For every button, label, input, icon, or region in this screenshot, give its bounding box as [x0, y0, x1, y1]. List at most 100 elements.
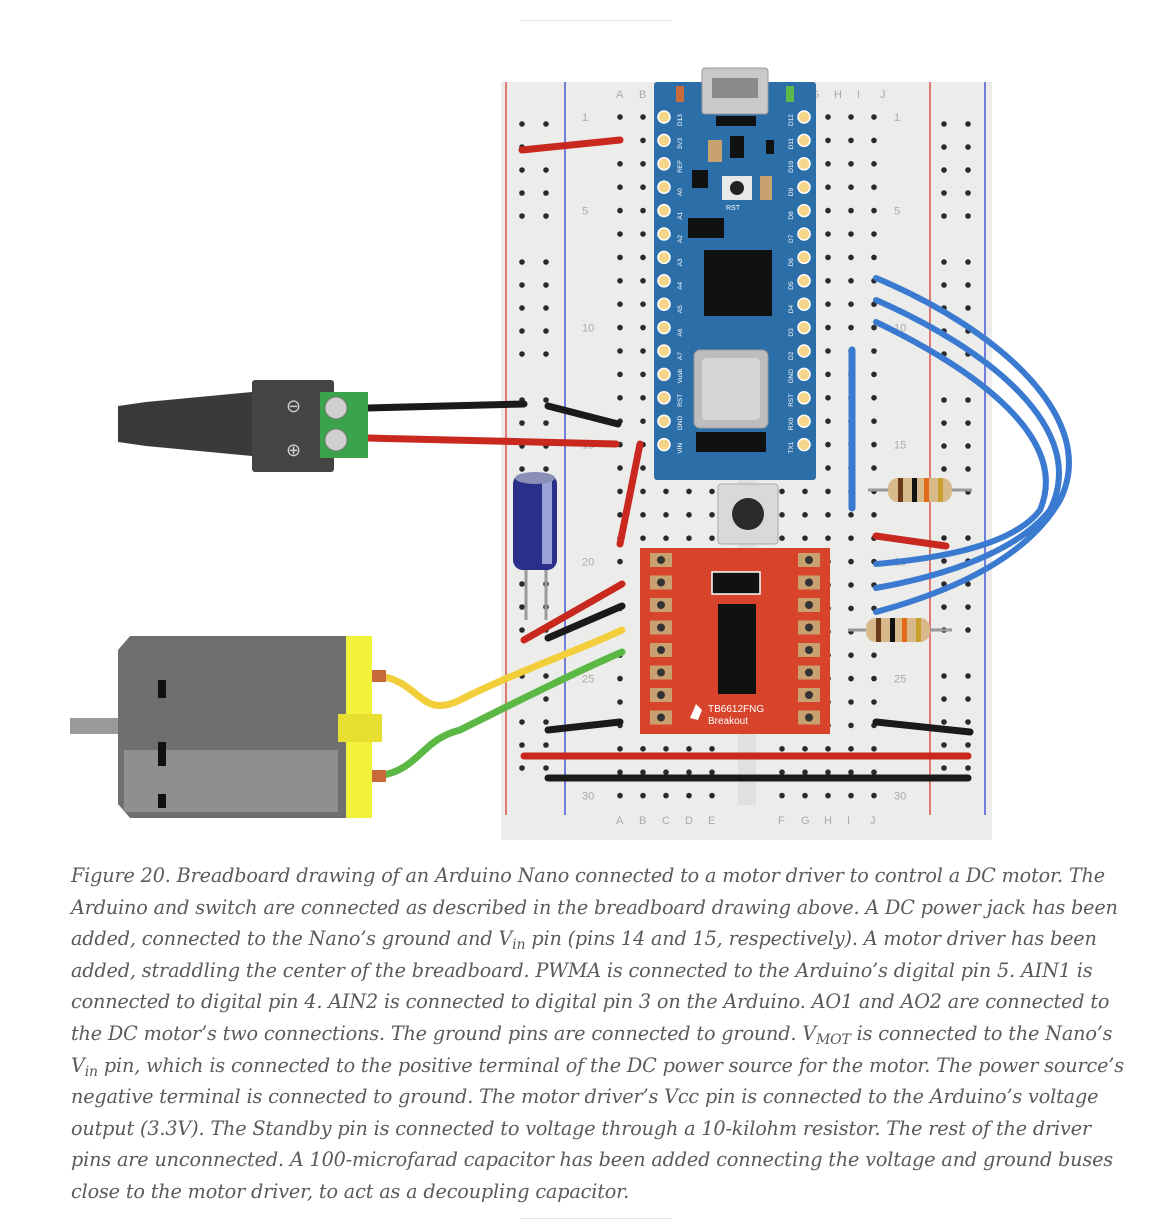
nano-pin	[657, 320, 671, 335]
rail-hole	[941, 397, 947, 403]
hole	[825, 231, 831, 237]
hole	[617, 488, 623, 495]
hole	[640, 746, 646, 752]
hole	[709, 488, 715, 495]
hole	[617, 699, 623, 705]
hole	[617, 395, 623, 401]
hole	[871, 348, 877, 354]
driver-pad-hole	[805, 691, 813, 699]
nano-pin-label: RST	[677, 394, 684, 407]
nano-pin	[797, 157, 811, 171]
hole	[686, 535, 692, 541]
column-letter-top: A	[616, 89, 624, 101]
microcontroller-chip	[704, 250, 772, 316]
rail-hole	[941, 765, 947, 771]
driver-pad-hole	[657, 578, 665, 587]
blue-wire-2	[873, 297, 1062, 591]
column-letter-bottom: H	[824, 815, 832, 827]
nano-pin-label: D9	[788, 188, 795, 197]
hole	[663, 488, 669, 495]
jack-plus-symbol: ⊕	[286, 440, 301, 460]
hole	[825, 371, 831, 378]
hole	[871, 465, 877, 471]
driver-pad-hole	[805, 601, 813, 609]
rail-hole	[519, 742, 525, 748]
hole	[709, 769, 715, 775]
hole	[848, 605, 854, 612]
nano-pin	[657, 344, 671, 358]
rail-hole	[965, 466, 971, 472]
hole	[825, 301, 831, 308]
rail-hole	[519, 259, 525, 265]
column-letter-bottom: F	[778, 815, 785, 827]
rail-hole	[519, 719, 525, 725]
nano-pin-label: REF	[677, 160, 684, 173]
hole	[825, 792, 831, 799]
hole	[686, 512, 692, 518]
hole	[871, 207, 877, 214]
rail-hole	[543, 305, 549, 311]
hole	[617, 207, 623, 214]
hole	[848, 278, 854, 284]
hole	[848, 184, 854, 190]
hole	[640, 769, 646, 775]
rail-hole	[543, 466, 549, 472]
driver-pad-hole	[805, 556, 813, 564]
hole	[848, 558, 854, 565]
nano-pin-label: D5	[788, 281, 795, 290]
capacitor	[513, 472, 557, 620]
green-wire	[374, 648, 626, 780]
rail-hole	[519, 765, 525, 771]
column-letter-top: B	[639, 89, 646, 101]
nano-pin	[797, 133, 811, 148]
motor-driver-board: TB6612FNG Breakout	[640, 548, 830, 734]
rail-hole	[941, 259, 947, 265]
hole	[640, 114, 646, 120]
nano-pin	[797, 227, 811, 241]
column-letter-bottom: E	[708, 815, 715, 827]
rail-hole	[965, 627, 971, 633]
rail-hole	[965, 121, 971, 127]
hole	[825, 488, 831, 495]
hole	[871, 746, 877, 752]
hole	[779, 512, 785, 518]
rail-hole	[519, 167, 525, 173]
nano-pin	[797, 274, 811, 288]
hole	[640, 792, 646, 799]
rail-hole	[965, 420, 971, 426]
hole	[686, 792, 692, 799]
rail-hole	[965, 719, 971, 725]
hole	[825, 254, 831, 261]
blue-wire-3	[873, 319, 1049, 567]
nano-pin	[657, 367, 671, 382]
rail-hole	[543, 328, 549, 334]
yellow-wire	[374, 626, 626, 709]
hole	[825, 184, 831, 190]
rail-hole	[941, 282, 947, 288]
rail-hole	[965, 673, 971, 679]
nano-pin-label: D7	[788, 234, 795, 243]
driver-subtitle: Breakout	[708, 716, 748, 727]
hole	[825, 324, 831, 331]
hole	[779, 792, 785, 799]
rail-hole	[519, 351, 525, 357]
pushbutton[interactable]	[717, 483, 779, 545]
hole	[825, 348, 831, 354]
caption-sub-vmot: MOT	[816, 1031, 851, 1048]
hole	[686, 746, 692, 752]
rail-hole	[941, 144, 947, 150]
nano-pin	[797, 414, 811, 428]
black-wire-bottom-left	[544, 718, 624, 734]
hole	[640, 395, 646, 401]
rail-hole	[543, 259, 549, 265]
rail-hole	[941, 443, 947, 449]
rail-hole	[543, 167, 549, 173]
nano-pin	[657, 297, 671, 311]
nano-pin	[657, 250, 671, 265]
hole	[848, 301, 854, 308]
hole	[871, 512, 877, 518]
hole	[640, 137, 646, 144]
hole	[825, 137, 831, 144]
rail-hole	[965, 282, 971, 288]
hole	[825, 769, 831, 775]
